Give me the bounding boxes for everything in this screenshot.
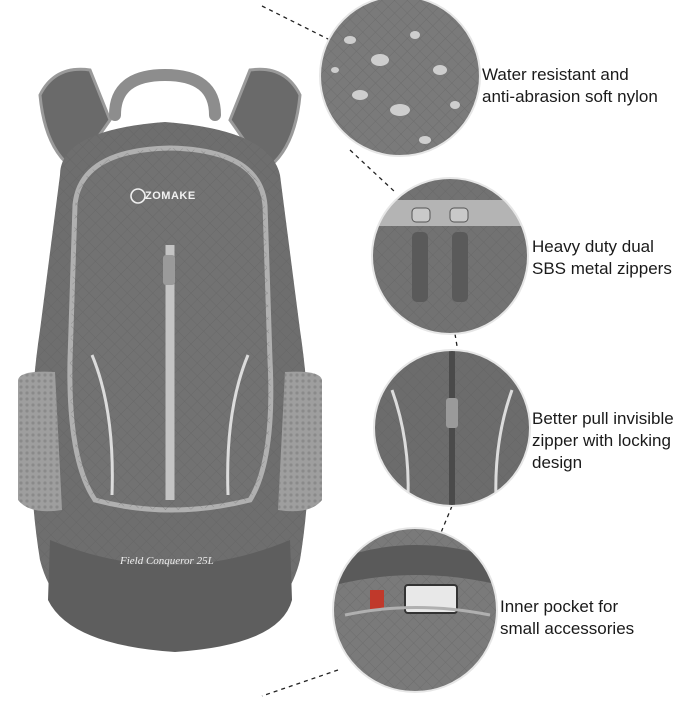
leader-line-1 xyxy=(261,5,331,41)
backpack-illustration xyxy=(18,67,322,652)
feature-water-resistant-text: Water resistant and anti-abrasion soft n… xyxy=(482,65,658,106)
model-label: Field Conqueror 25L xyxy=(120,555,214,567)
backpack-base xyxy=(48,540,292,652)
detail-circle-fabric xyxy=(320,0,480,156)
feature-inner-pocket-text: Inner pocket for small accessories xyxy=(500,597,635,638)
detail-circle-dual-zippers xyxy=(372,178,528,334)
leader-lines xyxy=(261,5,459,697)
zipper-pull xyxy=(163,255,175,285)
brand-logo-mark xyxy=(130,188,146,204)
top-handle xyxy=(109,68,221,121)
leader-line-4 xyxy=(439,505,453,536)
leader-line-5 xyxy=(261,669,339,697)
detail-circle-inner-pocket xyxy=(333,528,497,692)
leader-line-2 xyxy=(349,149,396,193)
detail-circle-invisible-zipper xyxy=(374,350,530,506)
feature-invisible-zipper-text: Better pull invisible zipper with lockin… xyxy=(532,409,674,472)
reflective-stripe-right xyxy=(226,354,250,496)
feature-metal-zippers-text: Heavy duty dual SBS metal zippers xyxy=(532,237,672,278)
brand-logo-text: ZOMAKE xyxy=(145,190,196,202)
leader-line-3 xyxy=(454,333,459,353)
reflective-stripe-left xyxy=(90,354,114,496)
